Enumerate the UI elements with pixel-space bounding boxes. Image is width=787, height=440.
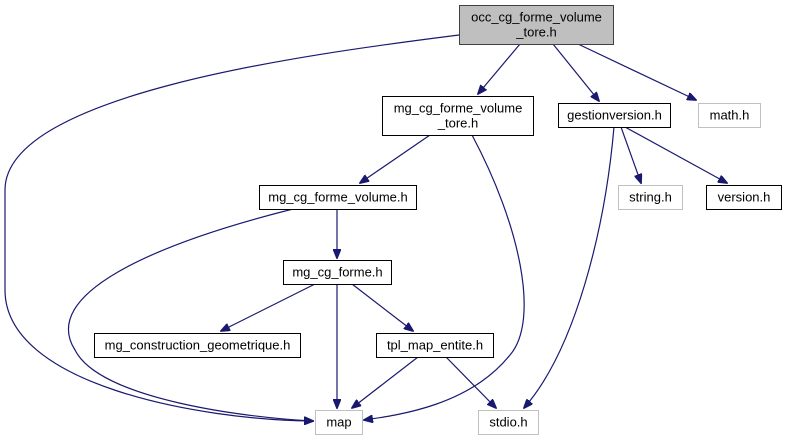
node-version[interactable]: version.h xyxy=(706,185,782,210)
node-box xyxy=(698,103,761,128)
node-label: mg_cg_forme_volume.h xyxy=(268,190,407,205)
edge-root-to-map xyxy=(4,34,460,421)
node-box xyxy=(94,333,301,358)
edge-mg-cg-forme-volume-tore-to-mg-cg-forme-volume xyxy=(360,134,431,183)
edge-root-to-mg-cg-forme-volume-tore xyxy=(478,43,521,94)
node-label: gestionversion.h xyxy=(567,108,662,123)
edge-mg-cg-forme-volume-to-map xyxy=(68,208,313,421)
node-string: string.h xyxy=(618,185,683,210)
edge-root-to-math xyxy=(577,43,696,100)
node-mg-construction-geometrique[interactable]: mg_construction_geometrique.h xyxy=(94,333,301,358)
node-gestionversion[interactable]: gestionversion.h xyxy=(558,103,671,128)
node-tpl-map-entite[interactable]: tpl_map_entite.h xyxy=(376,333,494,358)
node-label: mg_construction_geometrique.h xyxy=(105,338,291,353)
node-root[interactable]: occ_cg_forme_volume_tore.h xyxy=(459,5,614,45)
edge-gestionversion-to-version xyxy=(624,126,727,183)
edge-tpl-map-entite-to-stdio xyxy=(445,356,496,408)
node-label: mg_cg_forme.h xyxy=(292,265,382,280)
node-box xyxy=(618,185,683,210)
node-box xyxy=(382,96,534,136)
node-math: math.h xyxy=(698,103,761,128)
edge-gestionversion-to-string xyxy=(620,126,641,183)
node-label: _tore.h xyxy=(437,116,478,131)
edge-root-to-gestionversion xyxy=(552,43,599,101)
node-label: mg_cg_forme_volume xyxy=(394,101,523,116)
edge-tpl-map-entite-to-map xyxy=(352,356,419,408)
node-label: map xyxy=(326,415,351,430)
edge-mg-cg-forme-to-tpl-map-entite xyxy=(351,283,413,331)
node-box xyxy=(459,5,614,45)
node-mg-cg-forme-volume[interactable]: mg_cg_forme_volume.h xyxy=(259,185,417,210)
node-label: string.h xyxy=(629,190,672,205)
edge-gestionversion-to-stdio xyxy=(524,126,615,408)
node-label: math.h xyxy=(710,108,750,123)
node-label: tpl_map_entite.h xyxy=(387,338,483,353)
node-label: _tore.h xyxy=(515,25,556,40)
node-label: version.h xyxy=(718,190,771,205)
node-box xyxy=(315,410,363,435)
edge-mg-cg-forme-volume-tore-to-map xyxy=(364,134,525,420)
nodes-layer: occ_cg_forme_volume_tore.hmg_cg_forme_vo… xyxy=(94,5,782,435)
node-mg-cg-forme[interactable]: mg_cg_forme.h xyxy=(283,260,392,285)
node-mg-cg-forme-volume-tore[interactable]: mg_cg_forme_volume_tore.h xyxy=(382,96,534,136)
node-map: map xyxy=(315,410,363,435)
node-label: stdio.h xyxy=(489,415,527,430)
node-box xyxy=(706,185,782,210)
edge-mg-cg-forme-to-mg-construction-geometrique xyxy=(221,283,316,331)
node-box xyxy=(376,333,494,358)
node-box xyxy=(259,185,417,210)
node-box xyxy=(478,410,539,435)
node-box xyxy=(283,260,392,285)
node-box xyxy=(558,103,671,128)
edges-layer xyxy=(4,34,727,421)
node-stdio: stdio.h xyxy=(478,410,539,435)
node-label: occ_cg_forme_volume xyxy=(471,10,602,25)
